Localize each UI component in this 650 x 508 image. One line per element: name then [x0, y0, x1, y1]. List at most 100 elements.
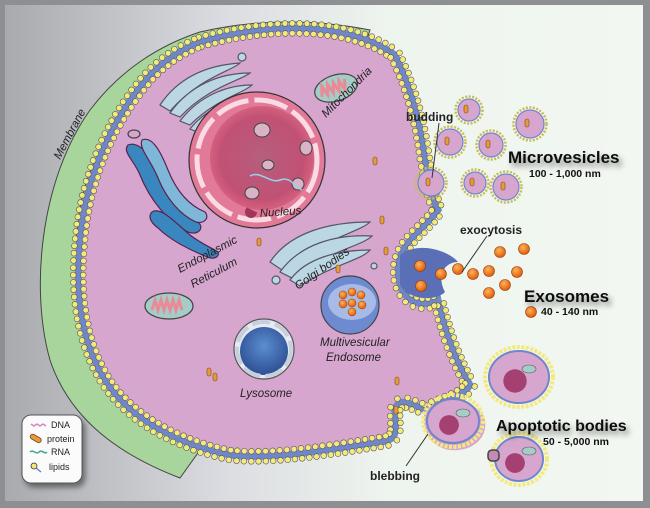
lipid-head — [127, 399, 134, 406]
lipid-head — [90, 187, 97, 195]
protein-cargo — [485, 139, 491, 149]
lipid-head — [73, 220, 80, 228]
lipid-head — [390, 277, 398, 284]
microvesicles-size: 100 - 1,000 nm — [529, 168, 601, 180]
protein-cargo — [256, 237, 262, 247]
lipid-head — [200, 439, 207, 447]
apoptotic-body-membrane — [489, 431, 549, 487]
lipid-head — [311, 20, 318, 28]
lipid-head — [101, 366, 109, 374]
lipid-head — [414, 409, 422, 416]
lipid-head — [80, 285, 87, 293]
lipid-head — [281, 20, 289, 27]
microvesicles-title: Microvesicles — [508, 148, 620, 167]
lipid-head — [81, 243, 88, 250]
lipid-head — [73, 315, 81, 323]
lipid-head — [361, 30, 369, 38]
lipid-head — [241, 447, 248, 455]
exocytosis-label: exocytosis — [460, 223, 522, 237]
lipid-head — [431, 302, 438, 309]
lipid-head — [108, 117, 115, 124]
lipid-head — [142, 69, 149, 76]
nuclear-fragment — [503, 369, 527, 393]
lipid-head — [92, 371, 100, 378]
lipid-head — [80, 257, 87, 265]
lipid-head — [382, 39, 389, 47]
lipid-head — [450, 334, 458, 341]
lipid-head — [304, 444, 312, 451]
lipid-head — [394, 395, 401, 402]
lipid-head — [84, 215, 91, 222]
lipid-head — [176, 441, 183, 449]
blebbing-pointer — [405, 433, 429, 467]
protein-cargo — [394, 376, 400, 386]
microvesicle-membrane — [512, 106, 548, 142]
lipid-head — [70, 257, 77, 264]
lipid-head — [85, 208, 93, 215]
lipid-head — [334, 450, 342, 457]
lipid-head — [81, 236, 89, 243]
lipid-head — [464, 366, 471, 374]
lipid-head — [416, 104, 424, 111]
lipid-head — [211, 39, 219, 47]
lipid-head — [90, 341, 97, 348]
lipid-head — [70, 264, 77, 271]
lipids-icon — [30, 462, 38, 470]
lipid-head — [318, 21, 325, 28]
lipid-head — [438, 330, 446, 337]
mito-fragment — [455, 408, 471, 418]
lipid-head — [105, 390, 112, 397]
mitochondria-top — [314, 73, 358, 103]
lipid-head — [98, 136, 105, 144]
lipid-head — [428, 207, 435, 214]
legend-rna-label: RNA — [51, 447, 70, 457]
lipid-head — [453, 387, 461, 394]
lipid-head — [354, 28, 361, 35]
lipid-head — [440, 300, 448, 307]
lipid-head — [124, 110, 131, 117]
lipid-head — [71, 301, 79, 308]
lipid-head — [320, 452, 327, 459]
microvesicle-membrane — [414, 166, 448, 200]
legend-protein-label: protein — [47, 434, 75, 444]
lipid-head — [289, 20, 296, 27]
lipid-head — [407, 107, 414, 114]
protein-icon — [29, 433, 42, 444]
microvesicle — [478, 132, 504, 158]
lipid-head — [104, 123, 112, 131]
lipid-head — [385, 442, 392, 449]
lipid-head — [225, 36, 233, 44]
lipid-head — [368, 33, 376, 40]
lipid-head — [150, 428, 157, 435]
lipid-head — [95, 143, 102, 150]
lipid-head — [267, 31, 275, 38]
apoptotic-title-group: Apoptotic bodies — [496, 418, 627, 435]
lipid-head — [296, 30, 303, 37]
protein-cargo — [379, 215, 385, 225]
lipid-head — [344, 36, 352, 43]
lipid-head — [107, 141, 114, 148]
lipid-head — [80, 250, 88, 257]
lipid-head — [233, 457, 240, 464]
lipid-head — [92, 180, 99, 188]
lipid-head — [303, 20, 311, 27]
lipid-head — [70, 271, 77, 279]
microvesicle-membrane — [460, 168, 490, 198]
lipid-head — [347, 26, 354, 33]
lipid-head — [414, 141, 421, 149]
microvesicle — [457, 98, 481, 122]
lipid-head — [444, 313, 451, 321]
lipid-head — [361, 436, 369, 443]
lipid-head — [70, 279, 77, 286]
golgi-bodies — [269, 221, 378, 287]
dna-icon — [30, 423, 47, 427]
lipid-head — [253, 32, 261, 39]
lipid-head — [155, 419, 162, 427]
microvesicle-membrane — [489, 170, 523, 204]
lipid-head — [347, 438, 354, 445]
lipid-head — [259, 21, 267, 29]
lipid-head — [132, 98, 139, 105]
lipid-head — [414, 97, 422, 104]
mito-fragment — [521, 446, 537, 456]
lipid-head — [333, 440, 340, 447]
